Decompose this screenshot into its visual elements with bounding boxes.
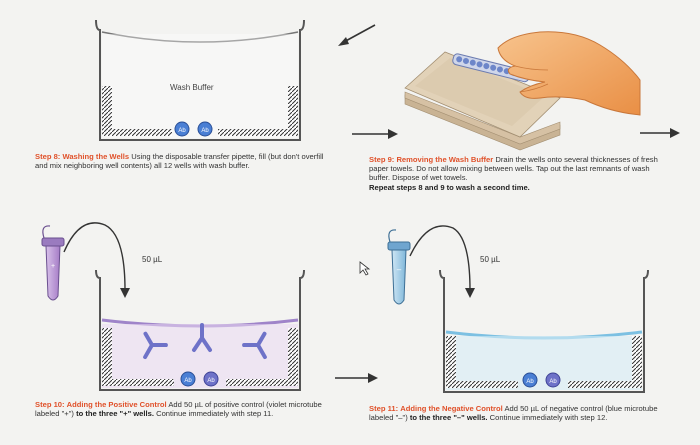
well-wall-coating	[288, 86, 298, 136]
arrow-to-step9	[352, 129, 398, 139]
well-wall-coating	[446, 336, 456, 388]
well-diagram-step11: Ab Ab	[439, 269, 649, 393]
tube-label-plus: +	[51, 263, 55, 270]
well-wall-coating	[102, 86, 112, 136]
arrow-to-step11	[335, 373, 378, 383]
step-title: Adding the Positive Control	[66, 400, 167, 409]
repeat-instruction: Repeat steps 8 and 9 to wash a second ti…	[369, 182, 530, 192]
step-number: Step 9:	[369, 155, 395, 164]
step-emphasis: to the three "–" wells.	[409, 413, 488, 423]
transfer-arrow-step10	[63, 222, 130, 298]
step-body-end: Continue immediately with step 11.	[153, 409, 274, 419]
well-floor-coating	[218, 129, 288, 136]
antibody-bead: Ab	[522, 372, 538, 388]
wash-buffer-label: Wash Buffer	[170, 83, 214, 92]
well-floor-coating	[456, 381, 518, 388]
transfer-arrow-step11	[409, 225, 475, 298]
antibody-bead: Ab	[197, 121, 213, 137]
step-title: Adding the Negative Control	[400, 404, 503, 413]
caption-step8: Step 8: Washing the Wells Using the disp…	[35, 152, 335, 170]
caption-step10: Step 10: Adding the Positive Control Add…	[35, 400, 335, 418]
blue-microtube: –	[387, 229, 411, 305]
svg-text:Ab: Ab	[207, 378, 215, 384]
caption-step9: Step 9: Removing the Wash Buffer Drain t…	[369, 155, 669, 192]
antibody-bead: Ab	[545, 372, 561, 388]
caption-step11: Step 11: Adding the Negative Control Add…	[369, 404, 679, 422]
step-number: Step 10:	[35, 400, 65, 409]
cursor-icon	[359, 261, 371, 276]
violet-microtube: +	[41, 225, 65, 301]
antibody-bead: Ab	[174, 121, 190, 137]
well-floor-coating	[112, 379, 174, 386]
antibody-y-shape	[242, 331, 267, 360]
svg-text:Ab: Ab	[549, 379, 557, 385]
tube-label-minus: –	[397, 265, 402, 274]
svg-text:Ab: Ab	[184, 378, 192, 384]
step-body: Using the disposable transfer pipette, f…	[35, 152, 324, 171]
well-diagram-step10: Ab Ab	[95, 269, 305, 391]
volume-label: 50 µL	[142, 255, 163, 264]
well-floor-coating	[568, 381, 632, 388]
step-number: Step 8:	[35, 152, 61, 161]
step-body-end: Continue immediately with step 12.	[487, 413, 608, 423]
arrow-to-step10	[640, 128, 680, 138]
svg-text:Ab: Ab	[178, 128, 186, 134]
step-title: Washing the Wells	[62, 152, 130, 161]
well-diagram-step8: Wash Buffer Ab Ab	[95, 19, 305, 141]
antibody-y-shape	[192, 323, 212, 352]
volume-label: 50 µL	[480, 255, 501, 264]
arrow-to-step8	[338, 24, 376, 46]
svg-text:Ab: Ab	[201, 128, 209, 134]
antibody-y-shape	[143, 331, 168, 360]
hand	[497, 31, 641, 116]
step-title: Removing the Wash Buffer	[396, 155, 494, 164]
well-floor-coating	[226, 379, 288, 386]
well-wall-coating	[102, 328, 112, 386]
antibody-bead: Ab	[180, 371, 196, 387]
antibody-bead: Ab	[203, 371, 219, 387]
svg-text:Ab: Ab	[526, 379, 534, 385]
step-number: Step 11:	[369, 404, 399, 413]
step-body: Add 50 µL of negative control (blue micr…	[369, 404, 658, 423]
well-floor-coating	[112, 129, 172, 136]
step-body: Drain the wells onto several thicknesses…	[369, 155, 658, 183]
step-emphasis: to the three "+" wells.	[76, 409, 154, 419]
step-body: Add 50 µL of positive control (violet mi…	[35, 400, 322, 419]
paper-towel-stack	[404, 51, 561, 151]
well-wall-coating	[288, 328, 298, 386]
well-wall-coating	[632, 336, 642, 388]
